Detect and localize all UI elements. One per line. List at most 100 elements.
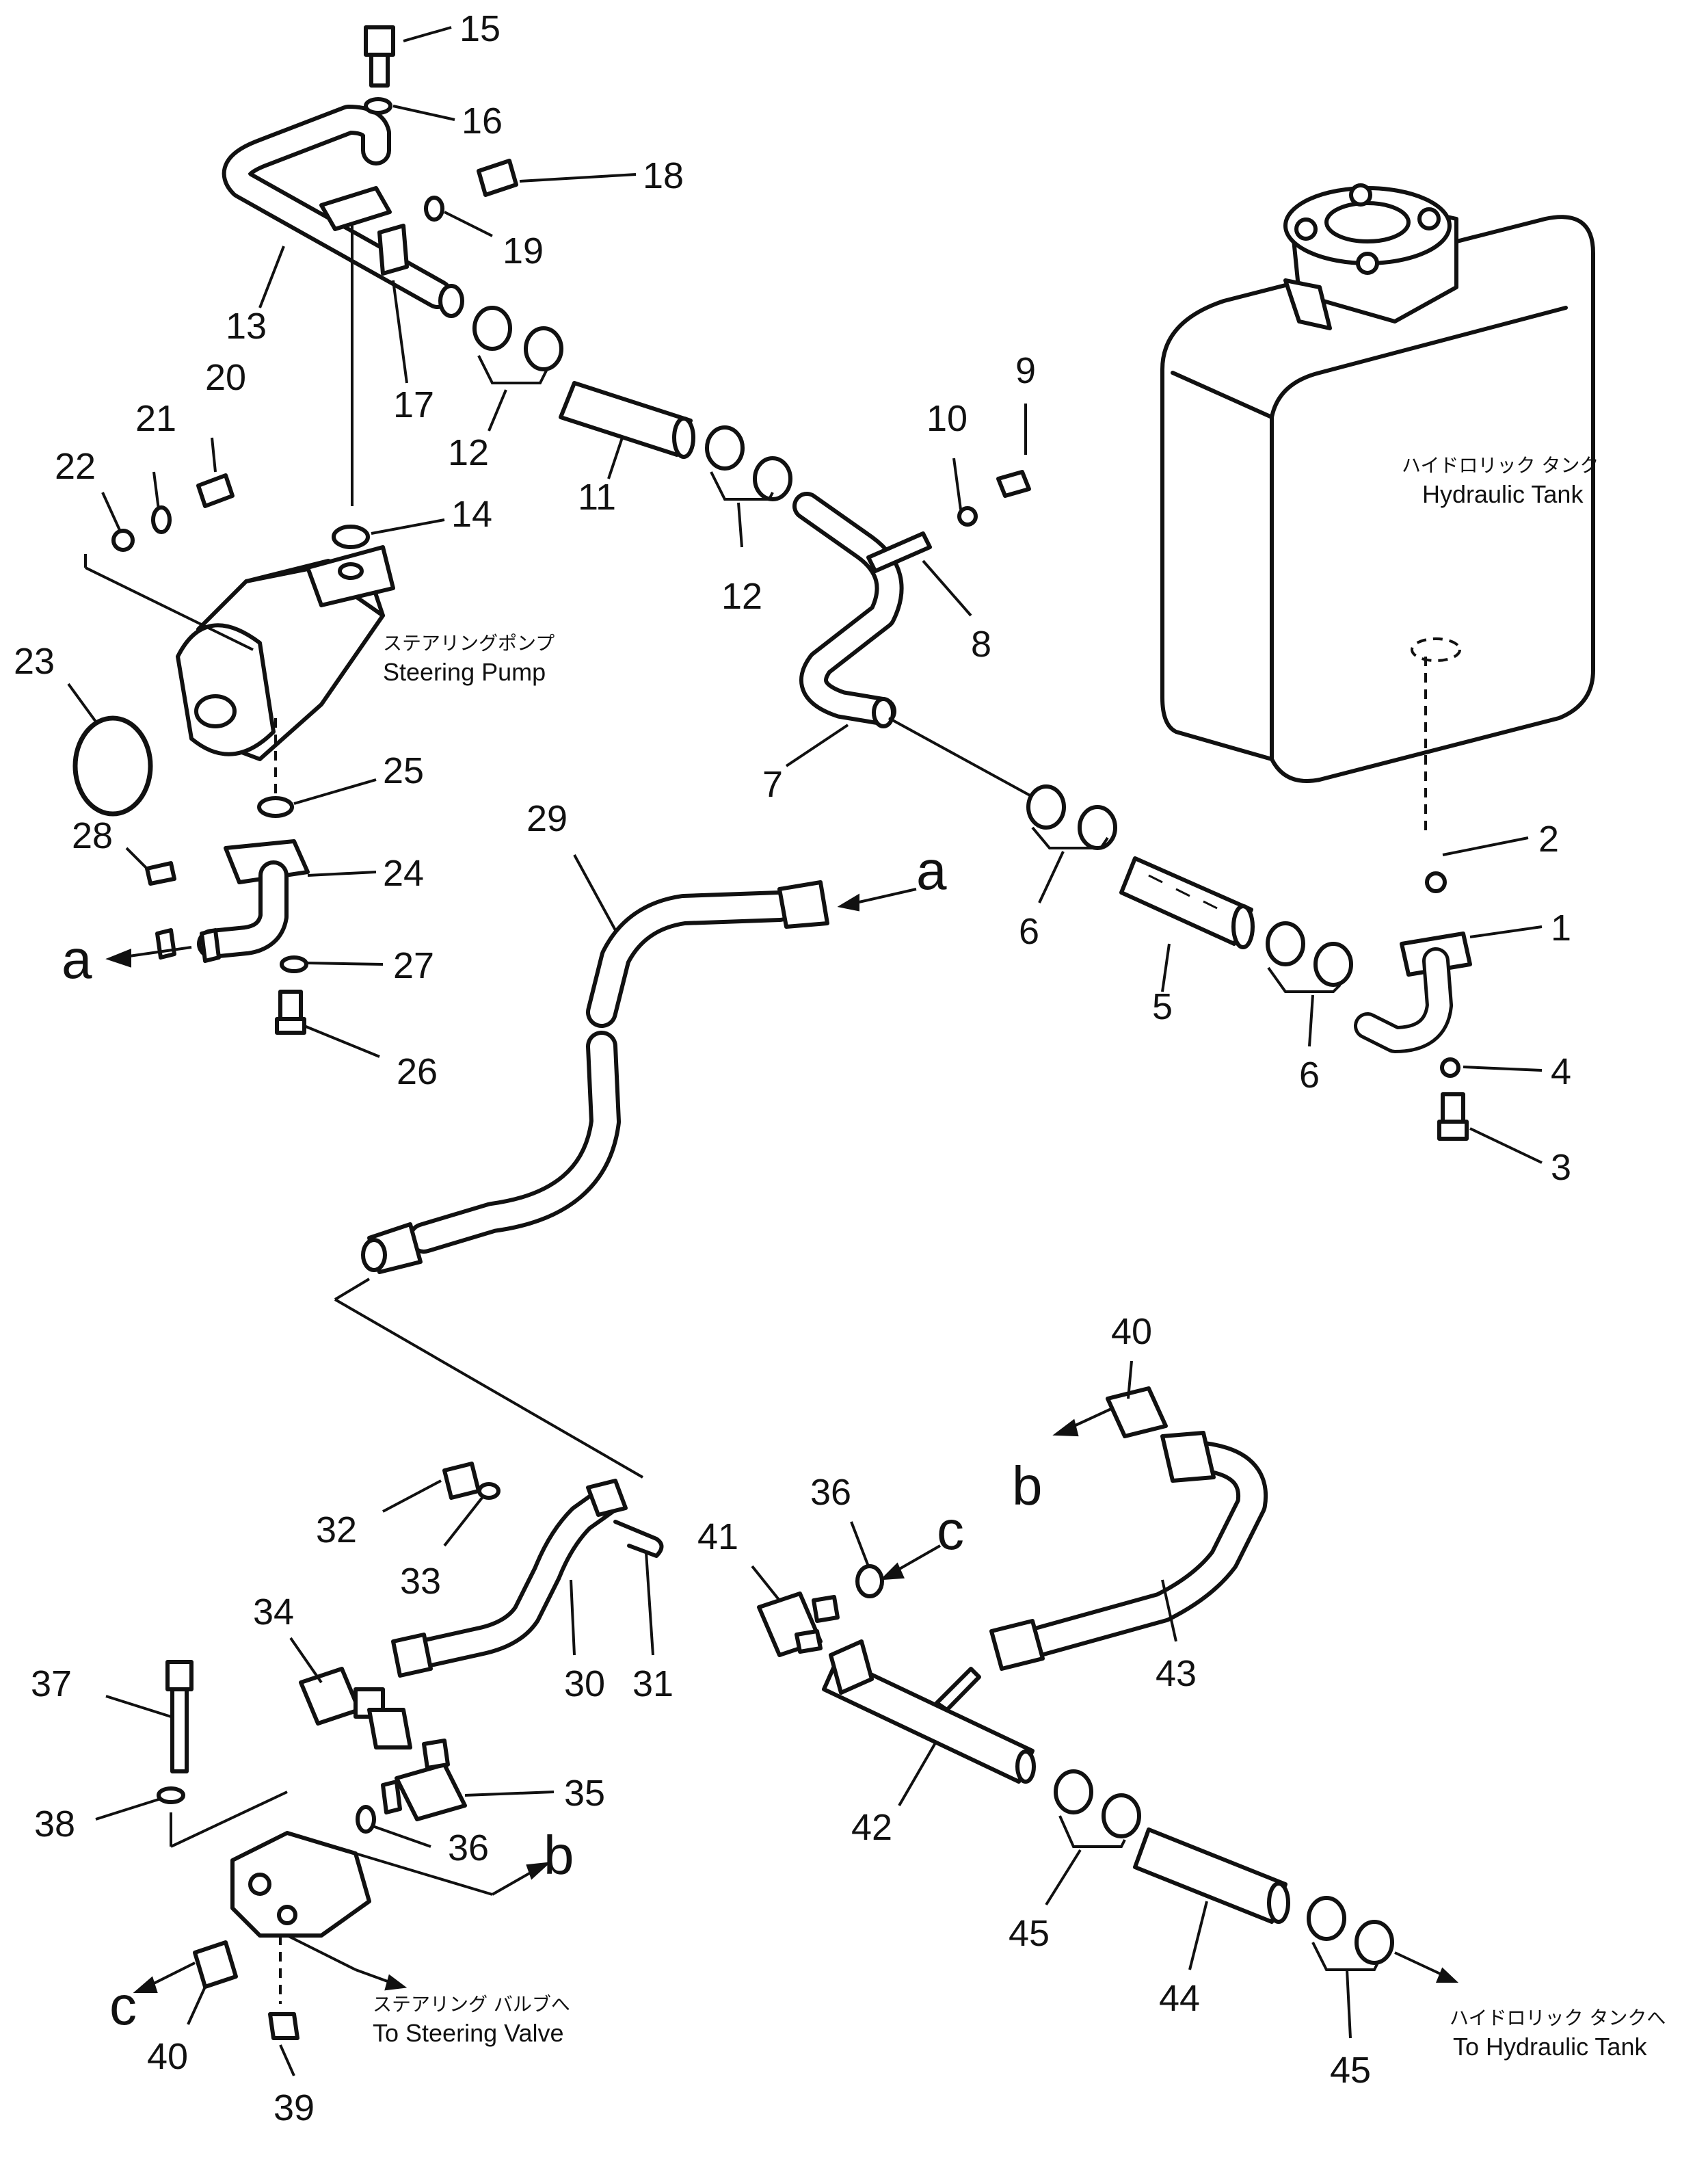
washer-19 [424,196,444,222]
part-number-36-left: 36 [448,1827,489,1868]
bolt-20 [196,473,235,508]
tank-outlet-elbow [1354,871,1472,1141]
part-number-27: 27 [393,945,434,986]
part-number-28: 28 [72,815,113,856]
part-number-21: 21 [135,398,176,439]
pipe-13 [222,105,464,506]
part-number-40-left: 40 [147,2036,188,2077]
part-number-15: 15 [459,8,501,49]
clamps-12-left [472,306,563,371]
to-hydraulic-tank-label-en: To Hydraulic Tank [1453,2033,1647,2061]
hose-29 [334,880,829,1479]
part-number-34: 34 [253,1592,294,1633]
plug-28 [145,861,176,886]
washer-21 [151,505,172,534]
part-number-25: 25 [383,750,424,791]
plug-40-right [1106,1386,1168,1438]
part-number-16: 16 [462,101,503,142]
hydraulic-tank-label-jp: ハイドロリック タンク [1402,454,1599,477]
part-number-40-right: 40 [1111,1311,1152,1352]
part-number-12-left: 12 [448,432,489,473]
part-number-11: 11 [578,477,616,518]
washer-22 [111,529,135,552]
part-number-38: 38 [34,1804,75,1845]
part-number-32: 32 [316,1509,357,1550]
part-number-8: 8 [971,624,991,665]
bolt-15 [364,25,395,57]
part-number-19: 19 [503,230,544,272]
part-number-35: 35 [564,1773,605,1814]
steering-valve-block [170,1791,493,2004]
steering-pump-label-en: Steering Pump [383,658,546,686]
connector-41 [757,1592,840,1657]
part-number-45-left: 45 [1009,1913,1050,1954]
leader-lines [67,26,1543,2076]
part-number-23: 23 [14,641,55,682]
part-number-10: 10 [926,398,968,439]
part-number-29: 29 [526,798,568,839]
part-number-41: 41 [697,1516,738,1557]
pipe-30 [391,1479,628,1678]
o-ring-25 [257,796,294,818]
pipe-42 [822,1639,1036,1784]
u-bolt-31 [613,1520,664,1558]
part-number-6-left: 6 [1019,911,1039,952]
part-number-43: 43 [1156,1653,1197,1694]
part-number-1: 1 [1551,908,1571,949]
to-steering-valve-label-jp: ステアリング バルブへ [373,1993,570,2016]
steering-pump [84,545,395,761]
part-number-37: 37 [31,1663,72,1704]
bolt-15-shank [369,53,390,88]
bolt-18 [477,159,518,197]
part-number-3: 3 [1551,1147,1571,1188]
connector-35 [381,1739,467,1821]
o-ring-36-left [356,1805,376,1834]
hydraulic-tank [1160,183,1595,834]
part-number-33: 33 [400,1561,441,1602]
part-number-13: 13 [226,306,267,347]
clamps-45-left [1054,1769,1141,1838]
part-number-39: 39 [273,2087,315,2128]
hose-43 [989,1431,1268,1671]
part-number-44: 44 [1159,1978,1200,2019]
connection-letter-c-left: c [109,1975,137,2036]
bolt-9 [996,470,1031,498]
o-ring-23 [72,715,153,817]
washer-10 [957,506,978,527]
nut-32 [442,1462,481,1500]
part-number-26: 26 [397,1051,438,1092]
connection-letter-a-right: a [916,840,947,901]
washer-16 [364,97,392,115]
elbow-34 [299,1667,412,1749]
connection-letter-c-right: c [937,1500,964,1561]
part-number-4: 4 [1551,1051,1571,1092]
part-number-9: 9 [1015,350,1036,391]
pipe-7 [792,492,1033,798]
o-ring-14 [332,525,370,549]
o-ring-36-right [855,1564,884,1598]
hose-44 [1133,1827,1290,1924]
part-number-5: 5 [1152,986,1173,1027]
part-number-labels: 1 2 3 4 5 6 6 7 8 9 10 11 12 12 13 14 15… [14,8,1571,2128]
hose-11 [559,381,695,459]
part-number-14: 14 [451,494,492,535]
clamps-6-lower [1266,921,1353,987]
to-hydraulic-tank-label-jp: ハイドロリック タンクへ [1450,2007,1666,2029]
part-number-6-right: 6 [1299,1055,1320,1096]
part-number-36-right: 36 [810,1472,851,1513]
clamps-45-right [1307,1896,1394,1965]
hydraulic-tank-label-en: Hydraulic Tank [1422,480,1584,508]
part-number-31: 31 [632,1663,673,1704]
clamps-12-right [705,425,792,501]
nut-39 [268,2012,299,2040]
part-number-17: 17 [393,384,434,425]
to-steering-valve-label-en: To Steering Valve [373,2019,564,2047]
part-number-45-right: 45 [1330,2050,1371,2091]
hose-5 [1119,856,1255,949]
part-number-20: 20 [205,357,246,398]
bolt-37-shank [170,1687,189,1773]
connection-letter-a-left: a [62,929,92,990]
plug-40-left [193,1940,238,1989]
